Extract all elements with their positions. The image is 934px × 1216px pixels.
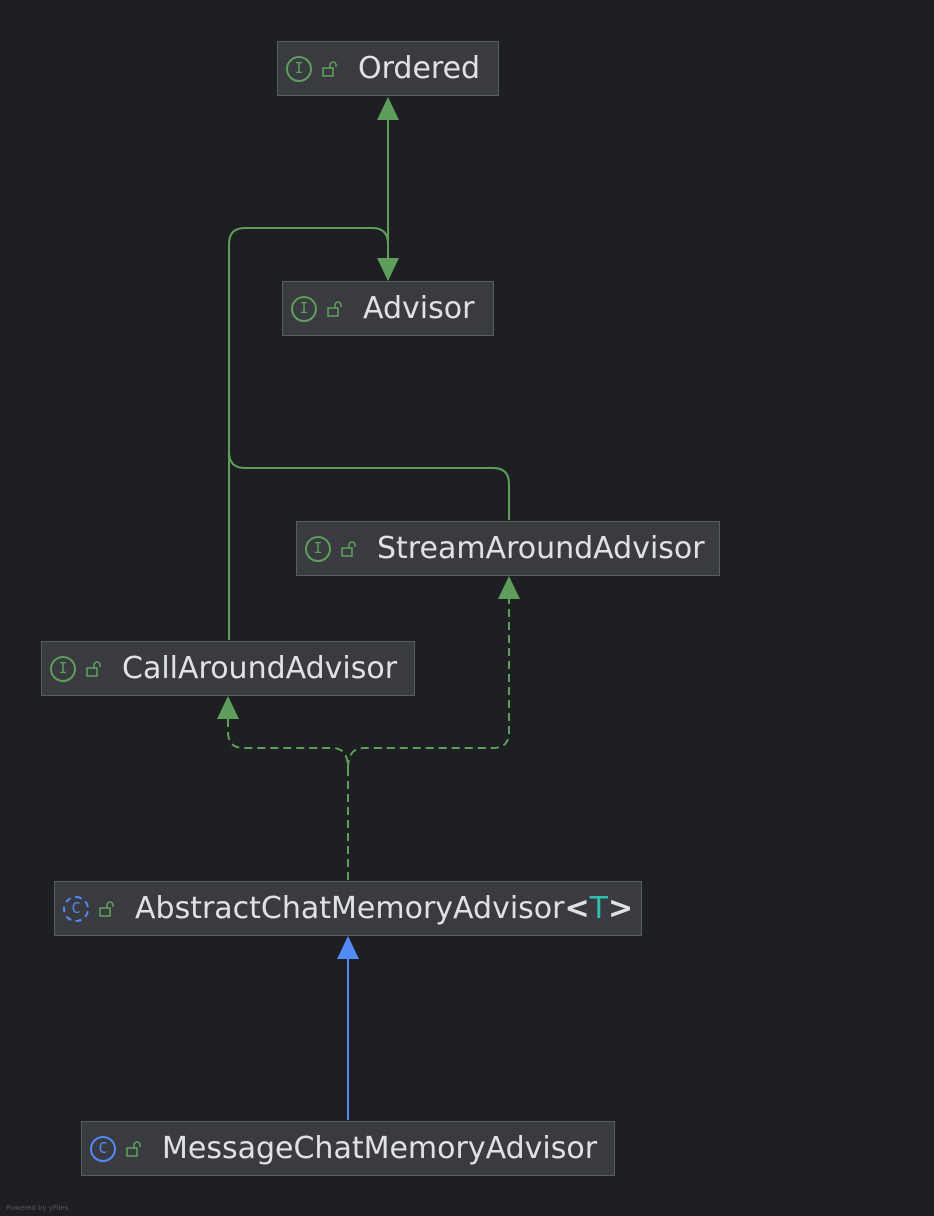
node-abstract-chat-memory-advisor[interactable]: C AbstractChatMemoryAdvisor<T> xyxy=(54,881,642,936)
public-visibility-icon xyxy=(99,900,114,917)
generic-close-bracket: > xyxy=(607,891,634,926)
interface-icon: I xyxy=(305,535,331,562)
node-call-around-advisor[interactable]: I CallAroundAdvisor xyxy=(41,641,415,696)
edge-abstract-interfaces xyxy=(217,576,520,880)
class-icon: C xyxy=(90,1135,116,1162)
arrowhead-call xyxy=(217,696,239,719)
edge-message-abstract xyxy=(337,936,359,1120)
node-label: Advisor xyxy=(363,291,475,326)
arrowhead-advisor xyxy=(377,258,399,281)
node-advisor[interactable]: I Advisor xyxy=(282,281,494,336)
node-message-chat-memory-advisor[interactable]: C MessageChatMemoryAdvisor xyxy=(81,1121,615,1176)
arrowhead-ordered xyxy=(377,97,399,120)
abstract-class-icon: C xyxy=(63,895,89,922)
node-label: MessageChatMemoryAdvisor xyxy=(162,1131,598,1166)
powered-by-credit: Powered by yFiles xyxy=(6,1204,69,1212)
node-label: CallAroundAdvisor xyxy=(122,651,398,686)
public-visibility-icon xyxy=(327,300,342,317)
public-visibility-icon xyxy=(126,1140,141,1157)
node-label: AbstractChatMemoryAdvisor xyxy=(135,891,565,926)
generic-open-bracket: < xyxy=(564,891,590,926)
public-visibility-icon xyxy=(322,60,337,77)
node-stream-around-advisor[interactable]: I StreamAroundAdvisor xyxy=(296,521,720,576)
interface-icon: I xyxy=(50,655,76,682)
public-visibility-icon xyxy=(341,540,356,557)
interface-icon: I xyxy=(286,55,312,82)
public-visibility-icon xyxy=(86,660,101,677)
node-ordered[interactable]: I Ordered xyxy=(277,41,499,96)
node-label: StreamAroundAdvisor xyxy=(377,531,705,566)
node-label: Ordered xyxy=(358,51,481,86)
arrowhead-stream xyxy=(498,576,520,599)
arrowhead-abstract xyxy=(337,936,359,959)
generic-type-param: T xyxy=(589,891,608,926)
interface-icon: I xyxy=(291,295,317,322)
edge-stream-call-advisor xyxy=(228,227,510,640)
